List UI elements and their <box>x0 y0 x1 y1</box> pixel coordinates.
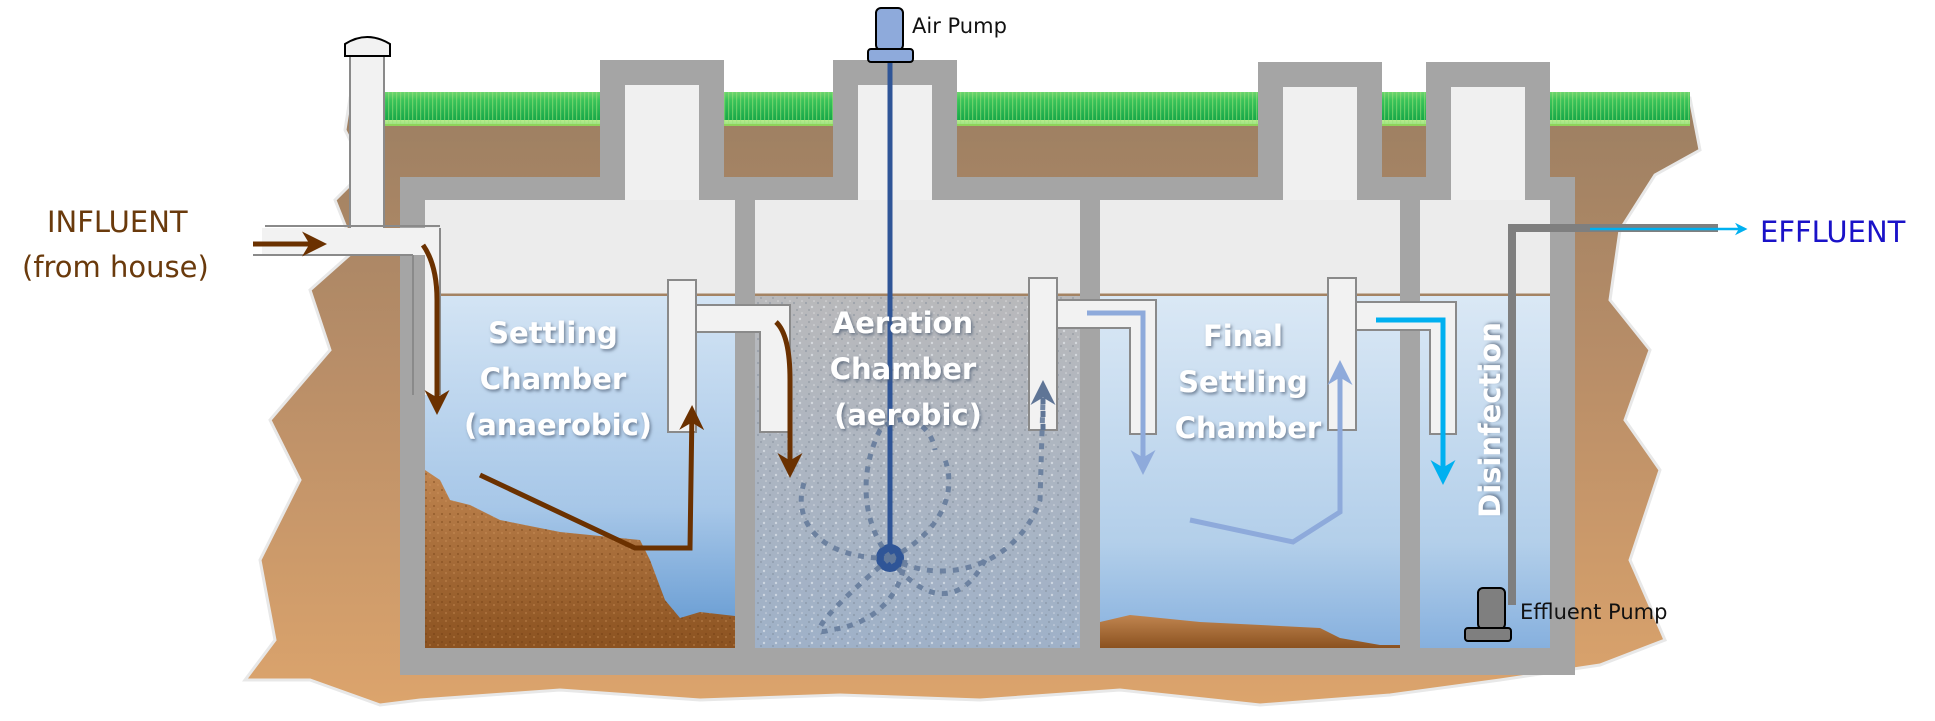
settling-chamber-label: Settling Chamber (anaerobic) <box>464 316 652 442</box>
risers <box>625 85 1525 202</box>
influent-flow <box>253 231 803 551</box>
final-settling-chamber-label: Final Settling Chamber <box>1175 319 1322 445</box>
air-pump-label: Air Pump <box>912 14 1007 38</box>
influent-label: INFLUENT <box>47 205 188 239</box>
settled-flow <box>1087 310 1353 545</box>
clean-flow <box>1376 317 1456 485</box>
effluent-pump-icon <box>1464 587 1512 642</box>
effluent-pump-label: Effluent Pump <box>1520 600 1667 624</box>
headspace <box>425 200 1550 295</box>
effluent-discharge-pipe <box>1508 222 1748 605</box>
effluent-label[interactable]: EFFLUENT <box>1760 215 1906 249</box>
aeration-circulation <box>798 399 1046 634</box>
vent-stack <box>344 36 391 241</box>
final-sludge-layer <box>1100 615 1400 648</box>
vent-cap-icon <box>344 36 391 57</box>
aeration-chamber <box>755 296 1080 648</box>
transfer-pipe-3 <box>1327 277 1457 435</box>
influent-source-label: (from house) <box>22 250 209 284</box>
disinfection-label: Disinfection <box>1473 322 1507 518</box>
aeration-chamber-label: Aeration Chamber (aerobic) <box>830 306 987 432</box>
air-pump-icon <box>867 7 914 63</box>
